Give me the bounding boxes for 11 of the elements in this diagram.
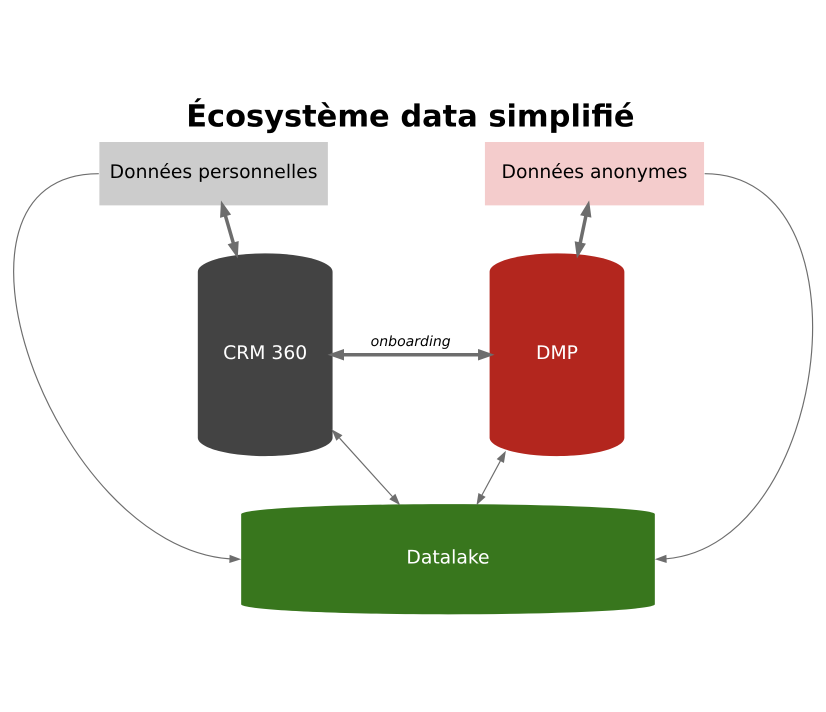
diagram-title: Écosystème data simplifié	[186, 99, 635, 134]
arrow	[476, 450, 506, 505]
arrow	[654, 172, 813, 562]
node-box: Données anonymes	[484, 142, 704, 205]
arrow	[220, 200, 239, 258]
arrow	[332, 428, 400, 505]
arrow	[574, 200, 592, 258]
node-box: Données personnelles	[99, 142, 328, 205]
arrow	[13, 172, 242, 562]
edge-label: onboarding	[370, 334, 451, 350]
arrow	[328, 348, 494, 360]
